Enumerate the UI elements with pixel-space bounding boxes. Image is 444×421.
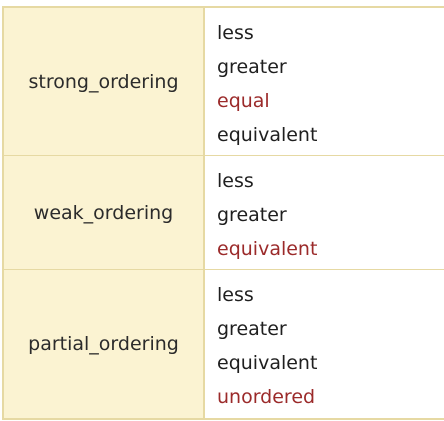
type-cell: strong_ordering — [4, 8, 205, 155]
value-item: less — [217, 284, 254, 306]
value-item-highlighted: equal — [217, 90, 270, 112]
value-item: less — [217, 170, 254, 192]
values-cell: less greater equivalent — [205, 156, 444, 269]
value-item-highlighted: equivalent — [217, 238, 318, 260]
value-item: greater — [217, 318, 287, 340]
value-item: greater — [217, 204, 287, 226]
value-item: less — [217, 22, 254, 44]
value-item: equivalent — [217, 124, 318, 146]
type-cell: weak_ordering — [4, 156, 205, 269]
table-row-weak-ordering: weak_ordering less greater equivalent — [4, 156, 444, 270]
ordering-table: strong_ordering less greater equal equiv… — [2, 6, 444, 420]
values-cell: less greater equivalent unordered — [205, 270, 444, 418]
value-item: equivalent — [217, 352, 318, 374]
table-row-partial-ordering: partial_ordering less greater equivalent… — [4, 270, 444, 418]
table-row-strong-ordering: strong_ordering less greater equal equiv… — [4, 8, 444, 156]
type-cell: partial_ordering — [4, 270, 205, 418]
values-cell: less greater equal equivalent — [205, 8, 444, 155]
value-item-highlighted: unordered — [217, 386, 316, 408]
value-item: greater — [217, 56, 287, 78]
